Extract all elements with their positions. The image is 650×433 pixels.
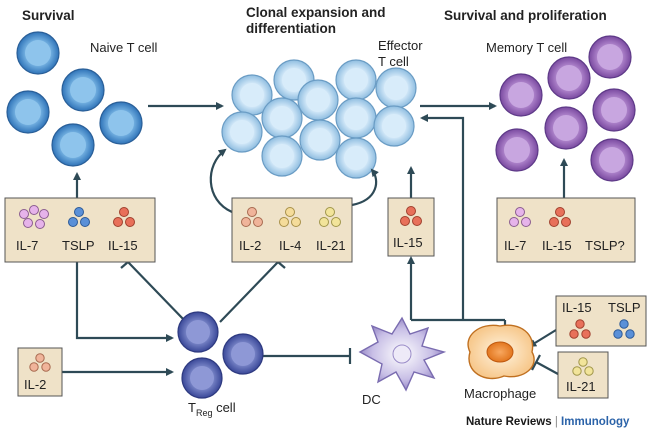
memory-t-cell	[495, 128, 539, 172]
cytokine-box-memory: IL-7 IL-15 TSLP?	[496, 197, 636, 263]
effector-t-cell	[221, 111, 263, 153]
inhibit-box7-macrophage	[535, 361, 559, 375]
cytokine-label: IL-2	[24, 377, 46, 392]
memory-t-cell	[590, 138, 634, 182]
cytokine-box-expansion: IL-2 IL-4 IL-21	[231, 197, 353, 263]
effector-t-cell-label-line1: Effector	[378, 38, 423, 53]
il21-molecules-icon	[572, 357, 594, 376]
treg-cell	[177, 311, 219, 353]
naive-t-cell	[6, 90, 50, 134]
il2-molecules-icon	[29, 353, 51, 372]
il2-molecules-icon	[241, 207, 263, 227]
macrophage-label: Macrophage	[464, 386, 536, 401]
memory-t-cell	[588, 35, 632, 79]
tslp-molecules-icon	[613, 319, 635, 339]
header-survival: Survival	[22, 8, 75, 23]
header-clonal-line2: differentiation	[246, 21, 336, 36]
il15-molecules-icon	[400, 206, 422, 226]
arrow-box6-to-macrophage	[528, 329, 557, 348]
cytokine-box-macrophage-stimuli: IL-15 TSLP	[555, 295, 647, 347]
inhibit-treg-box2	[219, 261, 279, 323]
il7-molecules-icon	[19, 205, 49, 229]
cytokine-box-il15-effector: IL-15	[387, 197, 435, 257]
connectors	[62, 102, 568, 376]
dc-label: DC	[362, 392, 381, 407]
cytokine-label: IL-15	[108, 238, 138, 253]
effector-t-cell	[261, 97, 303, 139]
cytokine-label: TSLP?	[585, 238, 625, 253]
cytokine-label: IL-2	[239, 238, 261, 253]
cytokine-box-il2-treg: IL-2	[17, 347, 63, 397]
cytokine-label: IL-7	[16, 238, 38, 253]
cytokine-label: IL-21	[316, 238, 346, 253]
il15-molecules-icon	[113, 207, 135, 227]
effector-t-cell	[261, 135, 303, 177]
effector-t-cell	[297, 79, 339, 121]
treg-cells	[177, 311, 264, 399]
effector-t-cell	[373, 105, 415, 147]
il7-molecules-icon	[509, 207, 531, 227]
naive-t-cell	[16, 31, 60, 75]
cytokine-label: IL-15	[562, 300, 592, 315]
effector-t-cell-label-line2: T cell	[378, 54, 409, 69]
cytokine-label: IL-7	[504, 238, 526, 253]
journal-footer: Nature Reviews | Immunology	[466, 416, 630, 428]
naive-t-cell	[51, 123, 95, 167]
dendritic-cell	[358, 316, 447, 392]
naive-t-cells	[6, 31, 143, 167]
header-clonal-line1: Clonal expansion and	[246, 5, 386, 20]
cytokine-label: IL-15	[393, 235, 423, 250]
cytokine-label: IL-21	[566, 379, 596, 394]
arrow-box2-right-to-effector	[351, 168, 379, 207]
treg-cell	[222, 333, 264, 375]
il15-molecules-icon	[549, 207, 571, 227]
naive-t-cell	[61, 68, 105, 112]
cytokine-label: TSLP	[608, 300, 641, 315]
cytokine-label: TSLP	[62, 238, 95, 253]
treg-cell-label: TReg cell	[188, 400, 236, 418]
cytokine-box-survival: IL-7 TSLP IL-15	[4, 197, 156, 263]
naive-t-cell	[99, 101, 143, 145]
cytokine-label: IL-4	[279, 238, 301, 253]
effector-t-cell	[375, 67, 417, 109]
cytokine-label: IL-15	[542, 238, 572, 253]
header-survival-proliferation: Survival and proliferation	[444, 8, 607, 23]
effector-t-cell	[299, 119, 341, 161]
memory-t-cell-label: Memory T cell	[486, 40, 567, 55]
arrow-box1-to-treg	[75, 262, 174, 342]
effector-t-cell	[335, 137, 377, 179]
tslp-molecules-icon	[68, 207, 90, 227]
memory-t-cell	[544, 106, 588, 150]
macrophage-cell	[467, 324, 535, 380]
memory-t-cells	[495, 35, 636, 182]
naive-t-cell-label: Naive T cell	[90, 40, 158, 55]
memory-t-cell	[499, 73, 543, 117]
il15-molecules-icon	[569, 319, 591, 339]
il21-molecules-icon	[319, 207, 341, 227]
cytokine-box-il21: IL-21	[557, 351, 609, 399]
arrow-box2-left-to-effector	[209, 148, 233, 214]
treg-cell	[181, 357, 223, 399]
effector-t-cell	[335, 97, 377, 139]
il4-molecules-icon	[279, 207, 301, 227]
effector-t-cell	[335, 59, 377, 101]
memory-t-cell	[547, 56, 591, 100]
effector-t-cells	[221, 59, 417, 179]
inhibit-treg-box1	[127, 261, 187, 323]
memory-t-cell	[592, 88, 636, 132]
arrow-apc-to-effector	[420, 114, 465, 320]
inhibit-bar-macrophage	[531, 354, 541, 371]
